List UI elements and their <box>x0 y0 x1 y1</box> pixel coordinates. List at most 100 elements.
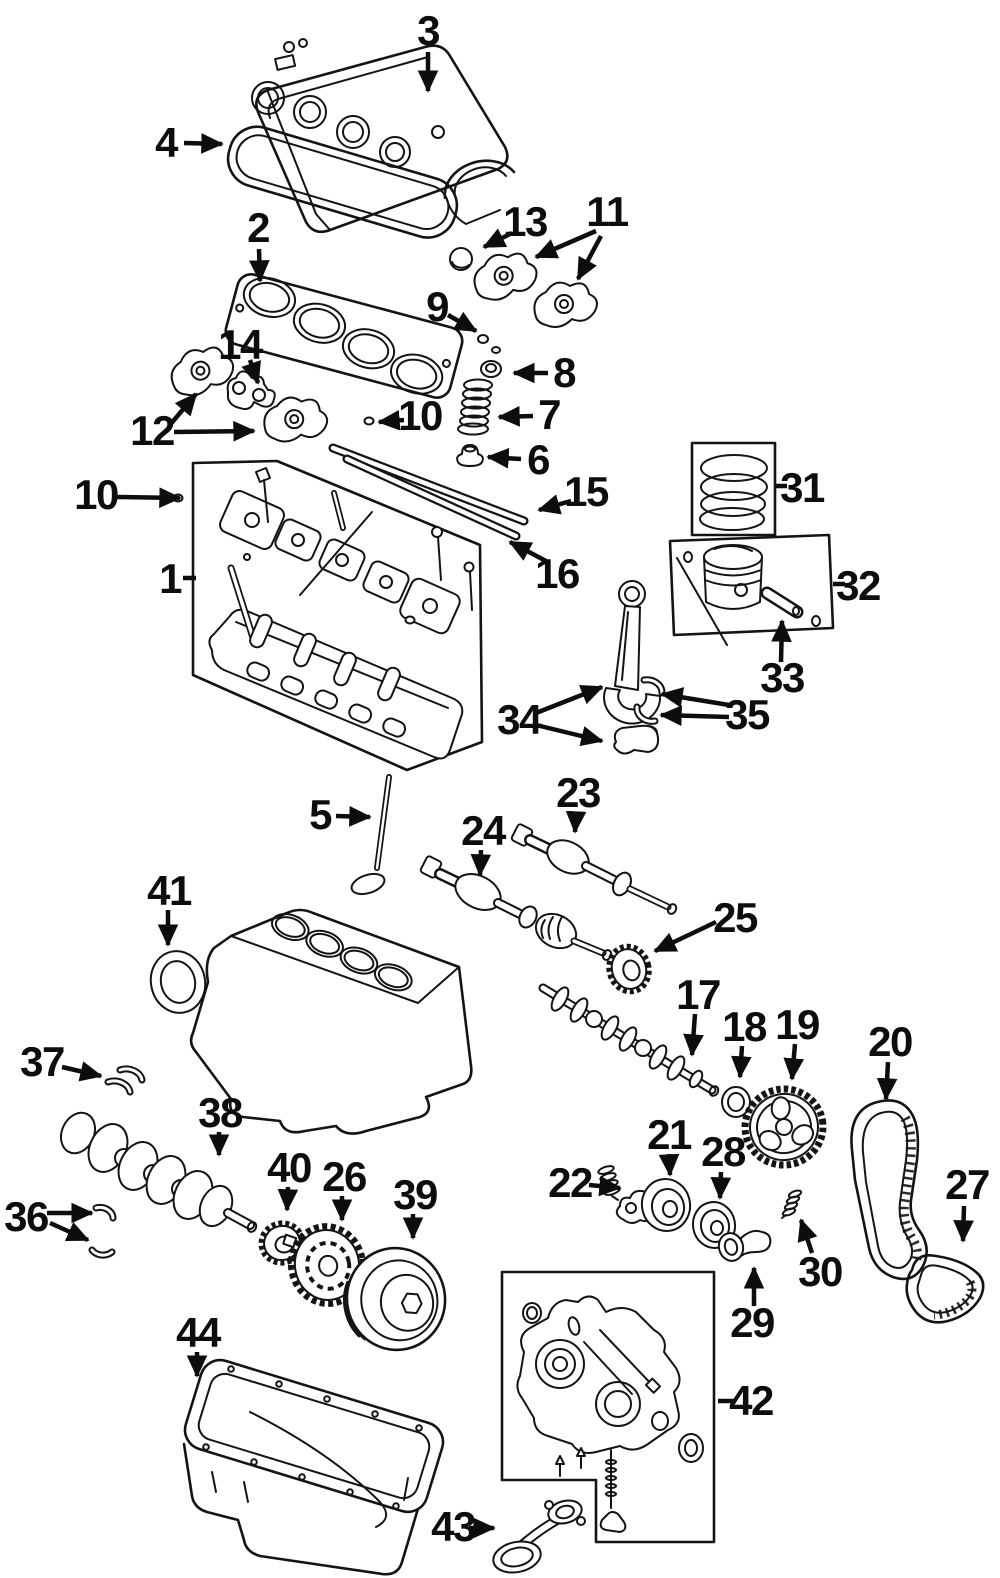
callout-arrow-24 <box>470 849 492 877</box>
spring-retainer <box>480 360 502 378</box>
callout-arrow-40 <box>277 1186 299 1212</box>
oil-pickup <box>492 1499 586 1574</box>
callout-label-7: 7 <box>538 391 560 438</box>
head-gasket <box>224 273 464 399</box>
callout-arrow-18 <box>731 1045 752 1079</box>
callout-label-40: 40 <box>267 1144 311 1191</box>
oil-pump-box <box>500 1270 716 1544</box>
tensioner-arm <box>717 1229 772 1262</box>
callout-arrow-21 <box>658 1153 680 1177</box>
valve-spring <box>457 378 493 436</box>
cam-timing-gear <box>741 1085 827 1169</box>
valve-stem-seal <box>456 444 484 467</box>
rocker-arm <box>533 281 598 328</box>
callout-label-27: 27 <box>945 1161 989 1208</box>
cylinder-head-assembly <box>208 467 475 760</box>
callout-label-20: 20 <box>868 1018 912 1065</box>
callout-label-44: 44 <box>176 1309 222 1356</box>
valve <box>350 774 392 896</box>
callout-arrow-13 <box>482 228 514 250</box>
callout-label-19: 19 <box>775 1001 819 1048</box>
callout-label-23: 23 <box>556 769 600 816</box>
callout-label-28: 28 <box>701 1128 746 1175</box>
callout-arrow-14 <box>241 359 261 385</box>
callout-label-14: 14 <box>218 321 264 368</box>
callout-arrow-33 <box>771 619 792 663</box>
main-bearings-upper <box>104 1065 146 1096</box>
callout-label-34: 34 <box>497 696 543 743</box>
callout-label-38: 38 <box>198 1089 243 1136</box>
crank-pulley <box>343 1246 447 1352</box>
callout-label-10: 10 <box>398 392 442 439</box>
callout-arrow-22 <box>588 1175 622 1197</box>
callout-arrow-36 <box>49 1220 90 1243</box>
oil-pump <box>516 1295 704 1533</box>
callout-arrow-35 <box>659 705 730 726</box>
callout-label-31: 31 <box>780 464 825 511</box>
callout-label-16: 16 <box>535 550 579 597</box>
cam-seal <box>721 1086 751 1118</box>
callout-arrow-16 <box>508 540 548 563</box>
callout-label-17: 17 <box>676 971 720 1018</box>
piston-pin <box>760 586 804 619</box>
callout-label-3: 3 <box>417 7 439 54</box>
callout-arrow-2 <box>249 248 270 283</box>
callout-arrow-19 <box>783 1043 805 1081</box>
balance-shaft-front <box>419 855 613 961</box>
callout-label-24: 24 <box>461 807 507 854</box>
callout-label-13: 13 <box>503 198 547 245</box>
callout-arrow-7 <box>497 406 534 427</box>
callout-label-26: 26 <box>322 1153 366 1200</box>
callout-label-32: 32 <box>836 562 880 609</box>
callout-arrow-23 <box>565 810 587 834</box>
tensioner-spring <box>597 1165 621 1201</box>
callout-arrow-17 <box>683 1013 704 1057</box>
callout-arrow-10 <box>116 487 182 509</box>
callout-label-22: 22 <box>548 1159 592 1206</box>
callout-arrow-15 <box>537 494 572 515</box>
callout-arrow-11 <box>576 234 603 281</box>
rocker-arm-cap <box>449 247 473 271</box>
callout-arrow-20 <box>876 1061 898 1101</box>
callout-label-2: 2 <box>247 204 269 251</box>
callout-label-41: 41 <box>147 867 192 914</box>
engine-block <box>189 908 473 1135</box>
camshaft <box>538 983 720 1097</box>
callout-arrow-11 <box>534 228 597 260</box>
callout-arrow-5 <box>335 806 372 827</box>
piston <box>703 544 763 610</box>
timing-sprocket <box>287 1223 367 1307</box>
callout-label-11: 11 <box>586 188 629 235</box>
piston-box <box>668 533 835 646</box>
callout-label-5: 5 <box>309 791 332 838</box>
callout-label-10: 10 <box>74 471 118 518</box>
callout-arrow-6 <box>486 447 522 469</box>
callout-label-42: 42 <box>729 1377 773 1424</box>
callout-arrow-25 <box>653 919 717 954</box>
callout-arrow-10 <box>377 410 405 431</box>
rocker-arm <box>470 250 540 303</box>
callout-arrow-9 <box>446 311 478 333</box>
valve-keepers <box>477 334 501 354</box>
oil-pan <box>182 1358 445 1576</box>
balance-belt <box>905 1254 985 1324</box>
crank-seal <box>149 950 207 1014</box>
callout-label-12: 12 <box>130 407 174 454</box>
callout-arrow-34 <box>535 684 604 716</box>
main-bearings-lower <box>88 1204 117 1259</box>
callout-label-1: 1 <box>159 555 182 602</box>
callout-arrow-12 <box>167 392 198 428</box>
valve-cover-gasket <box>226 125 459 239</box>
rocker-shafts <box>328 443 529 541</box>
crankshaft <box>59 1111 258 1233</box>
belt-tensioner <box>615 1178 692 1232</box>
callout-arrow-27 <box>953 1205 974 1243</box>
callout-arrow-30 <box>797 1218 818 1254</box>
timing-belt <box>850 1099 928 1281</box>
callout-arrow-4 <box>183 133 224 154</box>
callout-label-30: 30 <box>798 1248 842 1295</box>
callout-label-36: 36 <box>4 1193 48 1240</box>
